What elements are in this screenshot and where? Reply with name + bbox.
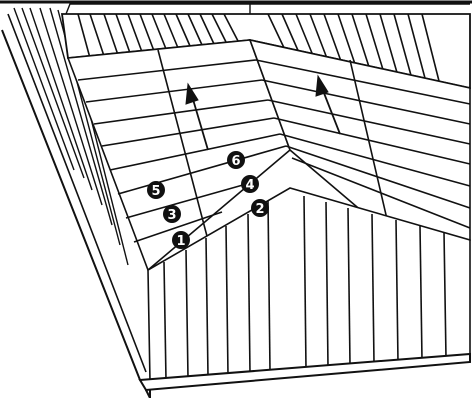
direction-arrow-left bbox=[185, 82, 209, 151]
roof-left-slope-purlins bbox=[66, 39, 291, 272]
step-callout-5: 5 bbox=[147, 181, 165, 199]
base-rail bbox=[138, 352, 471, 398]
step-callout-1: 1 bbox=[172, 231, 190, 249]
roof-right-slope-purlins bbox=[248, 38, 471, 241]
step-callout-3: 3 bbox=[163, 205, 181, 223]
step-number: 4 bbox=[245, 178, 254, 193]
left-side-wall bbox=[1, 7, 151, 398]
step-callout-2: 2 bbox=[251, 199, 269, 217]
step-number: 5 bbox=[151, 184, 160, 199]
step-number: 2 bbox=[255, 202, 264, 217]
step-number: 1 bbox=[176, 234, 185, 249]
direction-arrow-right bbox=[315, 74, 341, 135]
step-callout-4: 4 bbox=[241, 175, 259, 193]
step-number: 6 bbox=[231, 154, 240, 169]
step-number: 3 bbox=[167, 208, 176, 223]
step-callout-6: 6 bbox=[227, 151, 245, 169]
